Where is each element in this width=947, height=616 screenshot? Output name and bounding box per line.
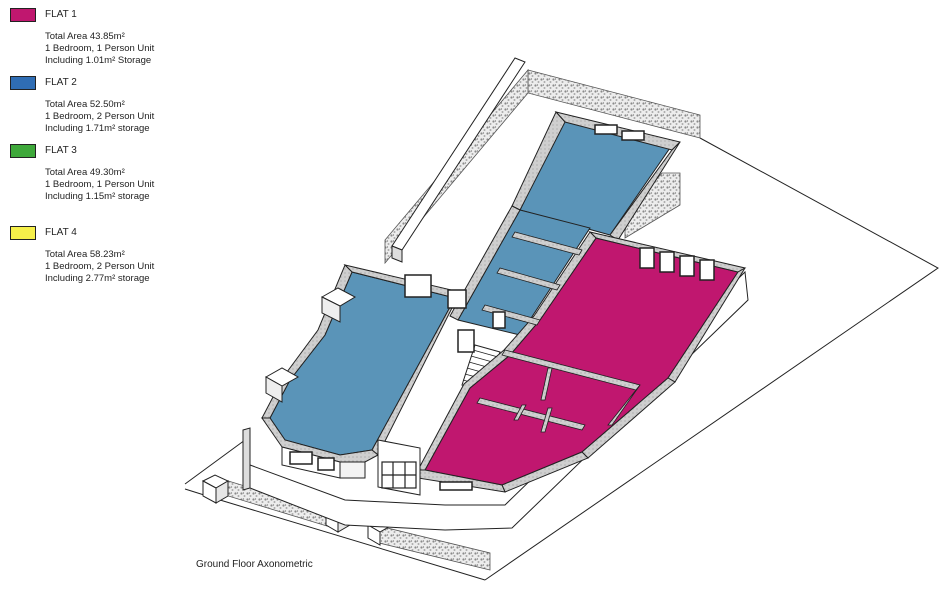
legend-title: FLAT 3 bbox=[45, 145, 77, 156]
legend-line: Total Area 52.50m² bbox=[45, 99, 125, 110]
legend-line: 1 Bedroom, 2 Person Unit bbox=[45, 111, 155, 122]
site-boundary bbox=[484, 137, 939, 581]
entrance-door bbox=[381, 461, 417, 489]
hedge-front-right bbox=[374, 524, 491, 571]
chimney-stack bbox=[321, 296, 341, 323]
windows-link bbox=[404, 274, 506, 353]
entrance-porch bbox=[377, 439, 421, 496]
internal-partitions bbox=[476, 349, 641, 433]
corridor-partitions bbox=[481, 231, 583, 326]
window bbox=[289, 451, 313, 465]
legend-line: 1 Bedroom, 1 Person Unit bbox=[45, 43, 155, 54]
legend-line: Including 1.15m² storage bbox=[45, 191, 150, 202]
legend-line: 1 Bedroom, 1 Person Unit bbox=[45, 179, 155, 190]
legend-line: 1 Bedroom, 2 Person Unit bbox=[45, 261, 155, 272]
legend-title: FLAT 4 bbox=[45, 227, 77, 238]
window bbox=[317, 457, 335, 471]
building-plinth bbox=[242, 270, 749, 531]
legend-line: Total Area 49.30m² bbox=[45, 167, 125, 178]
windows-rear bbox=[594, 124, 645, 141]
legend-swatch-flat-4 bbox=[10, 226, 36, 240]
gate-pier bbox=[367, 524, 381, 546]
legend-line: Including 2.77m² storage bbox=[45, 273, 150, 284]
legend-swatch-flat-2 bbox=[10, 76, 36, 90]
legend-swatch-flat-1 bbox=[10, 8, 36, 22]
site-boundary-left bbox=[184, 439, 246, 485]
legend-title: FLAT 1 bbox=[45, 9, 77, 20]
legend-swatch-flat-3 bbox=[10, 144, 36, 158]
legend-line: Total Area 58.23m² bbox=[45, 249, 125, 260]
front-garden-wall bbox=[242, 427, 251, 491]
bay-window-face bbox=[339, 461, 366, 479]
drawing-caption: Ground Floor Axonometric bbox=[196, 559, 313, 570]
windows-flat-1 bbox=[439, 247, 715, 491]
legend-title: FLAT 2 bbox=[45, 77, 77, 88]
chimney-stack bbox=[265, 376, 283, 403]
legend-line: Including 1.71m² storage bbox=[45, 123, 150, 134]
gate-pier bbox=[215, 480, 229, 504]
legend-line: Including 1.01m² Storage bbox=[45, 55, 152, 66]
corridor-wall bbox=[449, 205, 521, 321]
legend-line: Total Area 43.85m² bbox=[45, 31, 125, 42]
boundary-wall-face bbox=[391, 245, 403, 263]
